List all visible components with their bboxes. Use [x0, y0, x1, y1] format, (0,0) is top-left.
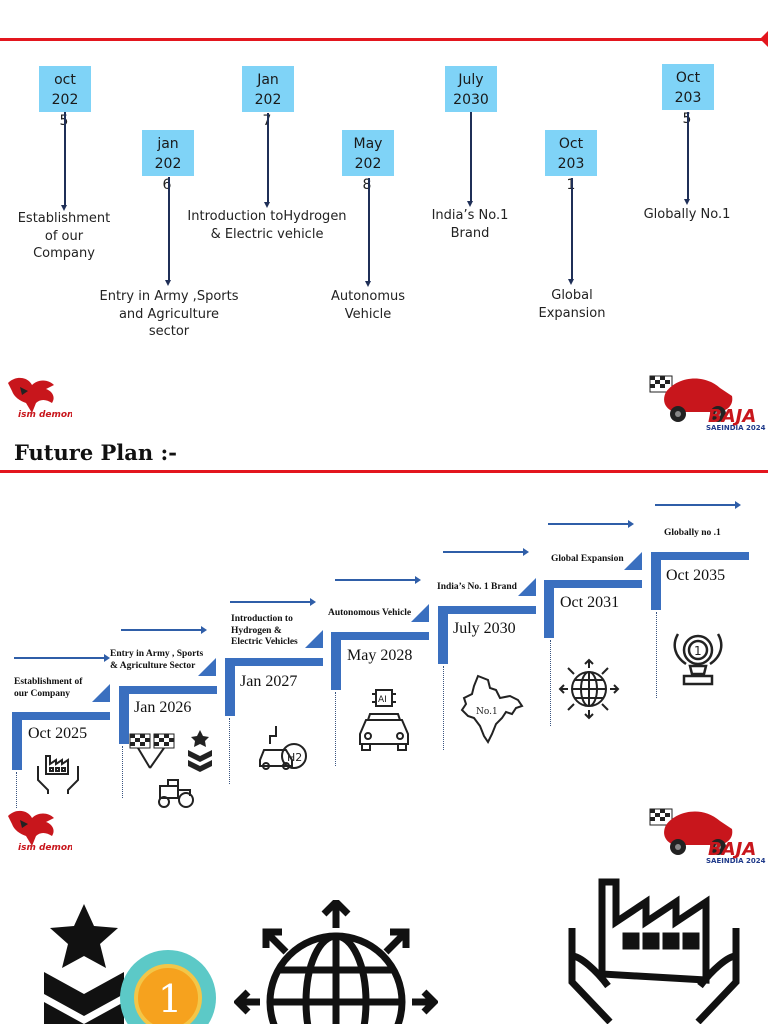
connector-7 [684, 112, 690, 205]
milestone-text-3: Introduction toHydrogen& Electric vehicl… [187, 209, 347, 242]
flags-tractor-icon [129, 730, 212, 808]
step-date-7: Oct 2035 [666, 567, 726, 584]
global-expansion-large-icon [234, 900, 438, 1024]
step-arrow-3 [230, 598, 316, 606]
step-date-5: July 2030 [453, 620, 516, 637]
staircase-graphic [12, 552, 749, 770]
baja-logo-2: BAJA SAEINDIA 2024 [646, 795, 766, 865]
svg-text:AI: AI [378, 695, 387, 705]
svg-text:1: 1 [158, 977, 182, 1021]
date-digit-1: 5 [54, 113, 74, 129]
step-label-6: Global Expansion [551, 554, 624, 564]
rank-star-medal-icon: 1 [44, 904, 216, 1024]
team-logo-2: ism demons [2, 806, 79, 862]
step-arrow-5 [443, 548, 529, 556]
step-label-2: Entry in Army , Sports& Agriculture Sect… [110, 649, 204, 671]
milestone-text-7: Globally No.1 [643, 207, 731, 222]
baja-logo: BAJA SAEINDIA 2024 [646, 362, 766, 432]
date-digit-3: 7 [257, 113, 277, 129]
step-label-5: India’s No. 1 Brand [437, 582, 517, 592]
top-red-line [0, 38, 762, 41]
svg-text:1: 1 [694, 644, 702, 658]
step-date-4: May 2028 [347, 647, 413, 664]
baja-logo-2-graphic: BAJA SAEINDIA 2024 [649, 808, 766, 865]
baja-logo-graphic: BAJA SAEINDIA 2024 [649, 375, 766, 432]
step-date-2: Jan 2026 [134, 699, 192, 716]
ai-car-icon: AI [359, 689, 409, 751]
future-plan-title: Future Plan :- [14, 440, 177, 465]
india-map-icon: No.1 [460, 674, 524, 744]
connector-5 [467, 112, 473, 207]
svg-text:ism demons: ism demons [18, 410, 72, 420]
step-date-3: Jan 2027 [240, 673, 298, 690]
step-dotted-2 [122, 746, 123, 798]
step-arrow-7 [655, 501, 741, 509]
team-logo-graphic: ism demons [8, 377, 79, 420]
step-arrow-2 [121, 626, 207, 634]
factory-hands-large-icon [568, 878, 740, 1024]
step-dotted-3 [229, 718, 230, 784]
connector-4 [365, 178, 371, 287]
connector-6 [568, 178, 574, 285]
step-arrow-4 [335, 576, 421, 584]
step-dotted-1 [16, 772, 17, 808]
svg-text:SAEINDIA 2024: SAEINDIA 2024 [706, 424, 766, 432]
date-digit-7: 5 [677, 111, 697, 127]
svg-text:ism demons: ism demons [18, 843, 72, 853]
step-date-1: Oct 2025 [28, 725, 88, 742]
connector-1 [61, 112, 67, 211]
connector-3 [264, 113, 270, 208]
step-date-6: Oct 2031 [560, 594, 620, 611]
date-digit-6: 1 [561, 177, 581, 193]
step-label-4: Autonomous Vehicle [328, 608, 412, 618]
future-plan-red-line [0, 470, 768, 473]
svg-text:No.1: No.1 [476, 707, 498, 717]
factory-hands-icon [37, 755, 79, 794]
globe-arrows-icon [558, 658, 620, 720]
team-logo-2-graphic: ism demons [8, 810, 79, 853]
svg-text:BAJA: BAJA [708, 406, 756, 427]
svg-text:BAJA: BAJA [708, 839, 756, 860]
team-logo: ism demons [2, 373, 79, 429]
date-digit-4: 8 [362, 177, 372, 193]
step-dotted-5 [443, 666, 444, 750]
step-dotted-6 [550, 640, 551, 726]
svg-text:H2: H2 [287, 751, 302, 764]
step-arrow-6 [548, 520, 634, 528]
svg-text:SAEINDIA 2024: SAEINDIA 2024 [706, 857, 766, 865]
hydrogen-car-icon: H2 [259, 726, 307, 770]
connector-2 [165, 177, 171, 286]
trophy-icon: 1 [673, 633, 723, 686]
step-label-7: Globally no .1 [664, 528, 721, 538]
step-arrow-1 [14, 654, 110, 662]
step-dotted-4 [335, 692, 336, 766]
top-red-line-end [760, 31, 768, 47]
step-dotted-7 [656, 612, 657, 698]
date-digit-2: 6 [162, 177, 172, 193]
